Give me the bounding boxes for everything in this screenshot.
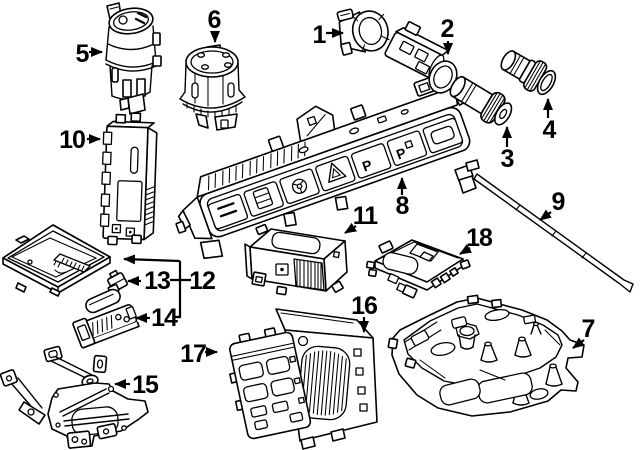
part-7-console-tray[interactable] — [387, 294, 585, 417]
blank-switch-icon — [430, 125, 455, 145]
callout-5-label[interactable]: 5 — [76, 40, 91, 68]
callout-11-label[interactable]: 11 — [353, 202, 380, 230]
part-17-carrier-panel[interactable] — [222, 325, 312, 441]
callout-18-label[interactable]: 18 — [466, 224, 494, 252]
callout-12: 12 — [123, 254, 216, 319]
hazard-triangle-icon — [328, 162, 347, 183]
callout-1: 1 — [313, 21, 344, 49]
callout-1-label[interactable]: 1 — [313, 21, 328, 49]
part-4-power-outlet-plug[interactable] — [496, 44, 561, 100]
callout-15-label[interactable]: 15 — [132, 371, 160, 399]
part-5-ignition-switch[interactable] — [105, 2, 162, 115]
callout-15: 15 — [114, 371, 160, 399]
park-assist-square-icon — [404, 139, 414, 149]
callout-12-arrow — [123, 254, 181, 265]
part-6-rotary-switch[interactable] — [179, 44, 246, 131]
part-9-trim-strip[interactable] — [454, 159, 634, 293]
vent-lines-icon — [217, 202, 238, 218]
callout-4: 4 — [543, 98, 558, 144]
callout-10: 10 — [59, 126, 101, 154]
callout-7-label[interactable]: 7 — [582, 315, 596, 343]
callout-13: 13 — [127, 267, 171, 295]
part-10-control-module[interactable] — [99, 112, 158, 246]
part-18-control-module[interactable] — [365, 239, 471, 299]
part-8-switch-panel[interactable]: P P — [155, 57, 491, 267]
callout-8-label[interactable]: 8 — [396, 192, 411, 220]
part-11-control-module[interactable] — [244, 223, 348, 296]
part-15-mounting-bracket[interactable] — [0, 345, 149, 449]
callouts-layer: 1 2 3 4 5 6 7 8 9 10 11 12 13 14 15 16 1… — [59, 6, 596, 399]
part-13-retaining-clip[interactable] — [82, 269, 128, 315]
part-3-lighter-element[interactable] — [445, 70, 517, 131]
callout-18: 18 — [459, 224, 494, 255]
callout-4-label[interactable]: 4 — [543, 116, 558, 144]
callout-12-label[interactable]: 12 — [189, 267, 216, 295]
callout-11: 11 — [344, 202, 380, 234]
callout-7: 7 — [572, 315, 596, 349]
callout-8: 8 — [396, 177, 411, 220]
callout-17: 17 — [180, 340, 218, 368]
part-2-socket-housing[interactable] — [384, 18, 462, 97]
callout-6-label[interactable]: 6 — [208, 6, 222, 34]
callout-7-arrow — [572, 337, 585, 349]
callout-2-label[interactable]: 2 — [441, 15, 455, 43]
callout-9: 9 — [539, 188, 566, 221]
callout-9-label[interactable]: 9 — [552, 188, 566, 216]
callout-16-label[interactable]: 16 — [351, 292, 378, 320]
callout-9-arrow — [539, 209, 552, 221]
callout-6: 6 — [208, 6, 222, 43]
part-1-socket-bezel[interactable] — [333, 2, 392, 59]
seat-heater-icon — [252, 187, 274, 210]
part-16-amplifier-module[interactable] — [275, 308, 378, 450]
camera-button-icon — [291, 178, 308, 194]
callout-5: 5 — [76, 40, 103, 68]
callout-16: 16 — [351, 292, 378, 333]
callout-3: 3 — [501, 126, 515, 173]
callout-18-arrow — [459, 244, 473, 255]
part-12-control-unit[interactable] — [2, 224, 111, 297]
callout-11-arrow — [344, 222, 357, 234]
callout-3-label[interactable]: 3 — [501, 145, 515, 173]
part-14-circuit-board[interactable] — [72, 301, 140, 349]
callout-13-label[interactable]: 13 — [144, 267, 171, 295]
callout-14: 14 — [135, 304, 180, 332]
callout-2: 2 — [441, 15, 455, 55]
callout-10-label[interactable]: 10 — [59, 126, 86, 154]
callout-14-label[interactable]: 14 — [151, 304, 179, 332]
callout-17-label[interactable]: 17 — [180, 340, 207, 368]
